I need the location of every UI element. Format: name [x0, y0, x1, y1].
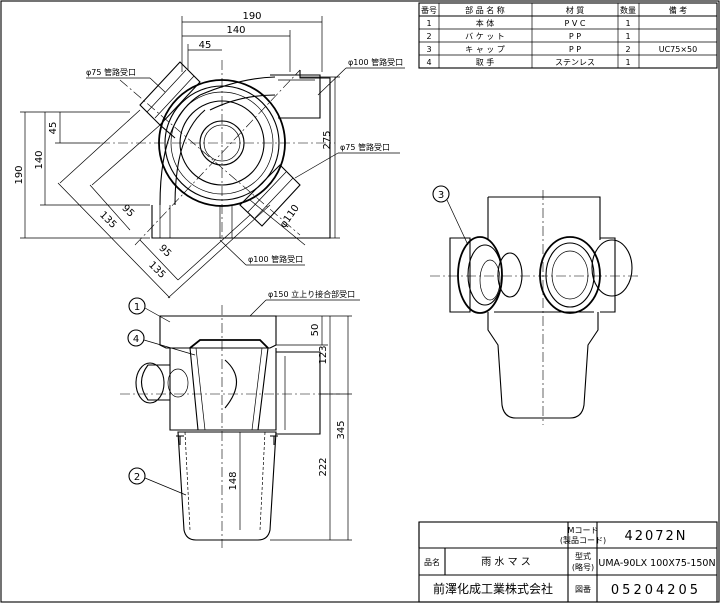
- parts-header-remarks: 備 考: [669, 5, 688, 15]
- parts-header-material: 材 質: [566, 5, 585, 15]
- parts-header-qty: 数量: [620, 5, 636, 15]
- dim-135-lower: 135: [146, 260, 167, 281]
- side-view: 3: [430, 185, 640, 425]
- name-label: 品名: [424, 557, 440, 567]
- dim-148: 148: [228, 471, 239, 490]
- top-view: 190 140 45 275 190 140 45 135: [14, 11, 405, 299]
- balloon-1: 1: [134, 302, 140, 313]
- dim-45-left: 45: [48, 122, 59, 135]
- note-phi100-bottom: φ100 管路受口: [248, 254, 303, 264]
- dim-345: 345: [336, 420, 347, 439]
- parts-row-3-no: 3: [426, 45, 431, 54]
- note-phi75-right: φ75 管路受口: [340, 142, 390, 152]
- dim-140-top: 140: [226, 25, 245, 36]
- parts-row-4-name: 取 手: [476, 57, 495, 67]
- dim-95-upper: 95: [119, 203, 136, 220]
- title-block: Mコード (製品コード) 42072N 品名 雨 水 マ ス 型式 (略号) U…: [418, 521, 718, 603]
- balloon-4: 4: [133, 334, 139, 345]
- parts-row-2-name: バ ケ ッ ト: [465, 32, 505, 41]
- balloon-2: 2: [134, 472, 140, 483]
- dim-190-left: 190: [14, 165, 25, 184]
- balloon-3: 3: [438, 190, 444, 201]
- parts-row-1-qty: 1: [625, 19, 630, 28]
- mcode-value: 42072N: [624, 529, 687, 544]
- dim-phi110: φ110: [278, 203, 302, 230]
- company-name: 前澤化成工業株式会社: [433, 581, 553, 596]
- note-phi150: φ150 立上り接合部受口: [268, 289, 355, 299]
- parts-row-3-material: P P: [569, 45, 581, 54]
- drawing-label: 図番: [575, 584, 591, 594]
- dim-140-left: 140: [34, 150, 45, 169]
- note-phi100-top: φ100 管路受口: [348, 57, 403, 67]
- dim-45-top: 45: [199, 40, 212, 51]
- dim-275: 275: [322, 130, 333, 149]
- dim-190-top: 190: [242, 11, 261, 22]
- dim-95-lower: 95: [156, 243, 173, 260]
- model-value: UMA-90LX 100X75-150N: [598, 558, 715, 569]
- parts-row-1-material: P V C: [565, 19, 586, 28]
- drawing-number: 05204205: [611, 583, 701, 598]
- parts-header-name: 部 品 名 称: [465, 5, 505, 15]
- name-value: 雨 水 マ ス: [481, 556, 531, 568]
- front-view: 50 123 345 222 148 φ150 立上り接合部受口 1 4 2: [120, 289, 360, 548]
- parts-row-2-qty: 1: [625, 32, 630, 41]
- model-label-1: 型式: [575, 551, 591, 561]
- parts-row-2-material: P P: [569, 32, 581, 41]
- parts-row-4-material: ステンレス: [555, 58, 595, 67]
- note-phi75-left: φ75 管路受口: [86, 67, 136, 77]
- parts-row-4-qty: 1: [625, 58, 630, 67]
- model-label-2: (略号): [572, 562, 594, 572]
- dim-50: 50: [310, 324, 321, 337]
- parts-header-no: 番号: [421, 5, 437, 15]
- dim-135-upper: 135: [97, 210, 118, 231]
- dim-222: 222: [318, 457, 329, 476]
- parts-row-3-name: キ ャ ッ プ: [465, 45, 505, 54]
- parts-row-4-no: 4: [426, 58, 431, 67]
- parts-row-3-remarks: UC75×50: [659, 45, 698, 54]
- parts-row-3-qty: 2: [625, 45, 630, 54]
- mcode-label-2: (製品コード): [560, 535, 606, 545]
- parts-row-1-no: 1: [426, 19, 431, 28]
- parts-row-1-name: 本 体: [476, 18, 495, 28]
- parts-row-2-no: 2: [426, 32, 431, 41]
- mcode-label-1: Mコード: [568, 526, 599, 535]
- dim-123: 123: [318, 345, 329, 364]
- parts-table: 番号 部 品 名 称 材 質 数量 備 考 1 本 体 P V C 1 2 バ …: [418, 2, 718, 69]
